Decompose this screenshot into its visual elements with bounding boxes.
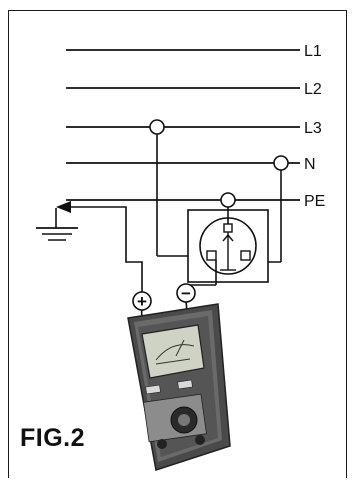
meter-display	[141, 324, 205, 379]
label-n: N	[304, 156, 316, 173]
label-pe: PE	[304, 193, 325, 210]
junction-n	[273, 155, 289, 171]
positive-terminal[interactable]: +	[132, 291, 152, 311]
figure-label: FIG.2	[20, 424, 86, 452]
figure-frame	[8, 10, 347, 478]
junction-pe	[220, 192, 236, 208]
label-l3: L3	[304, 120, 322, 137]
svg-text:−: −	[181, 284, 191, 303]
label-l1: L1	[304, 43, 322, 60]
svg-text:+: +	[137, 292, 147, 311]
label-l2: L2	[304, 81, 322, 98]
jack-input	[195, 435, 205, 445]
multimeter-icon	[127, 303, 231, 471]
junction-l3	[149, 119, 165, 135]
earth-ground-icon	[36, 201, 78, 241]
jack-common	[157, 439, 167, 449]
wire-earth-to-plus	[71, 206, 143, 292]
negative-terminal[interactable]: −	[176, 283, 196, 303]
